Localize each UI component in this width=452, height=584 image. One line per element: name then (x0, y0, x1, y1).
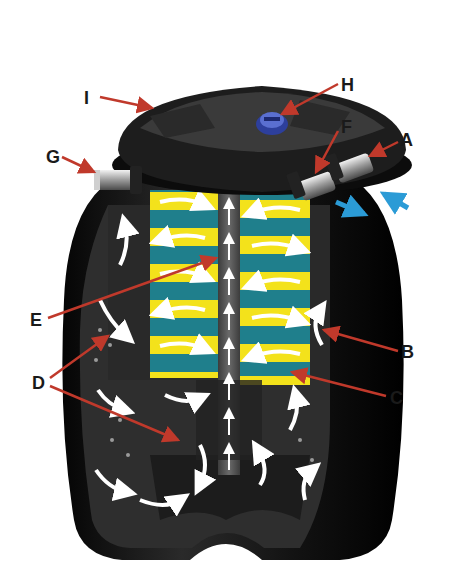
callout-letter: C (390, 389, 403, 407)
callout-letter: A (400, 131, 413, 149)
callout-letter: D (32, 374, 45, 392)
callout-letter: I (84, 89, 89, 107)
callout-letter: H (341, 76, 354, 94)
callout-letter: F (341, 118, 352, 136)
callout-letter: G (46, 148, 60, 166)
callout-letter: E (30, 311, 42, 329)
callout-letter: B (401, 343, 414, 361)
